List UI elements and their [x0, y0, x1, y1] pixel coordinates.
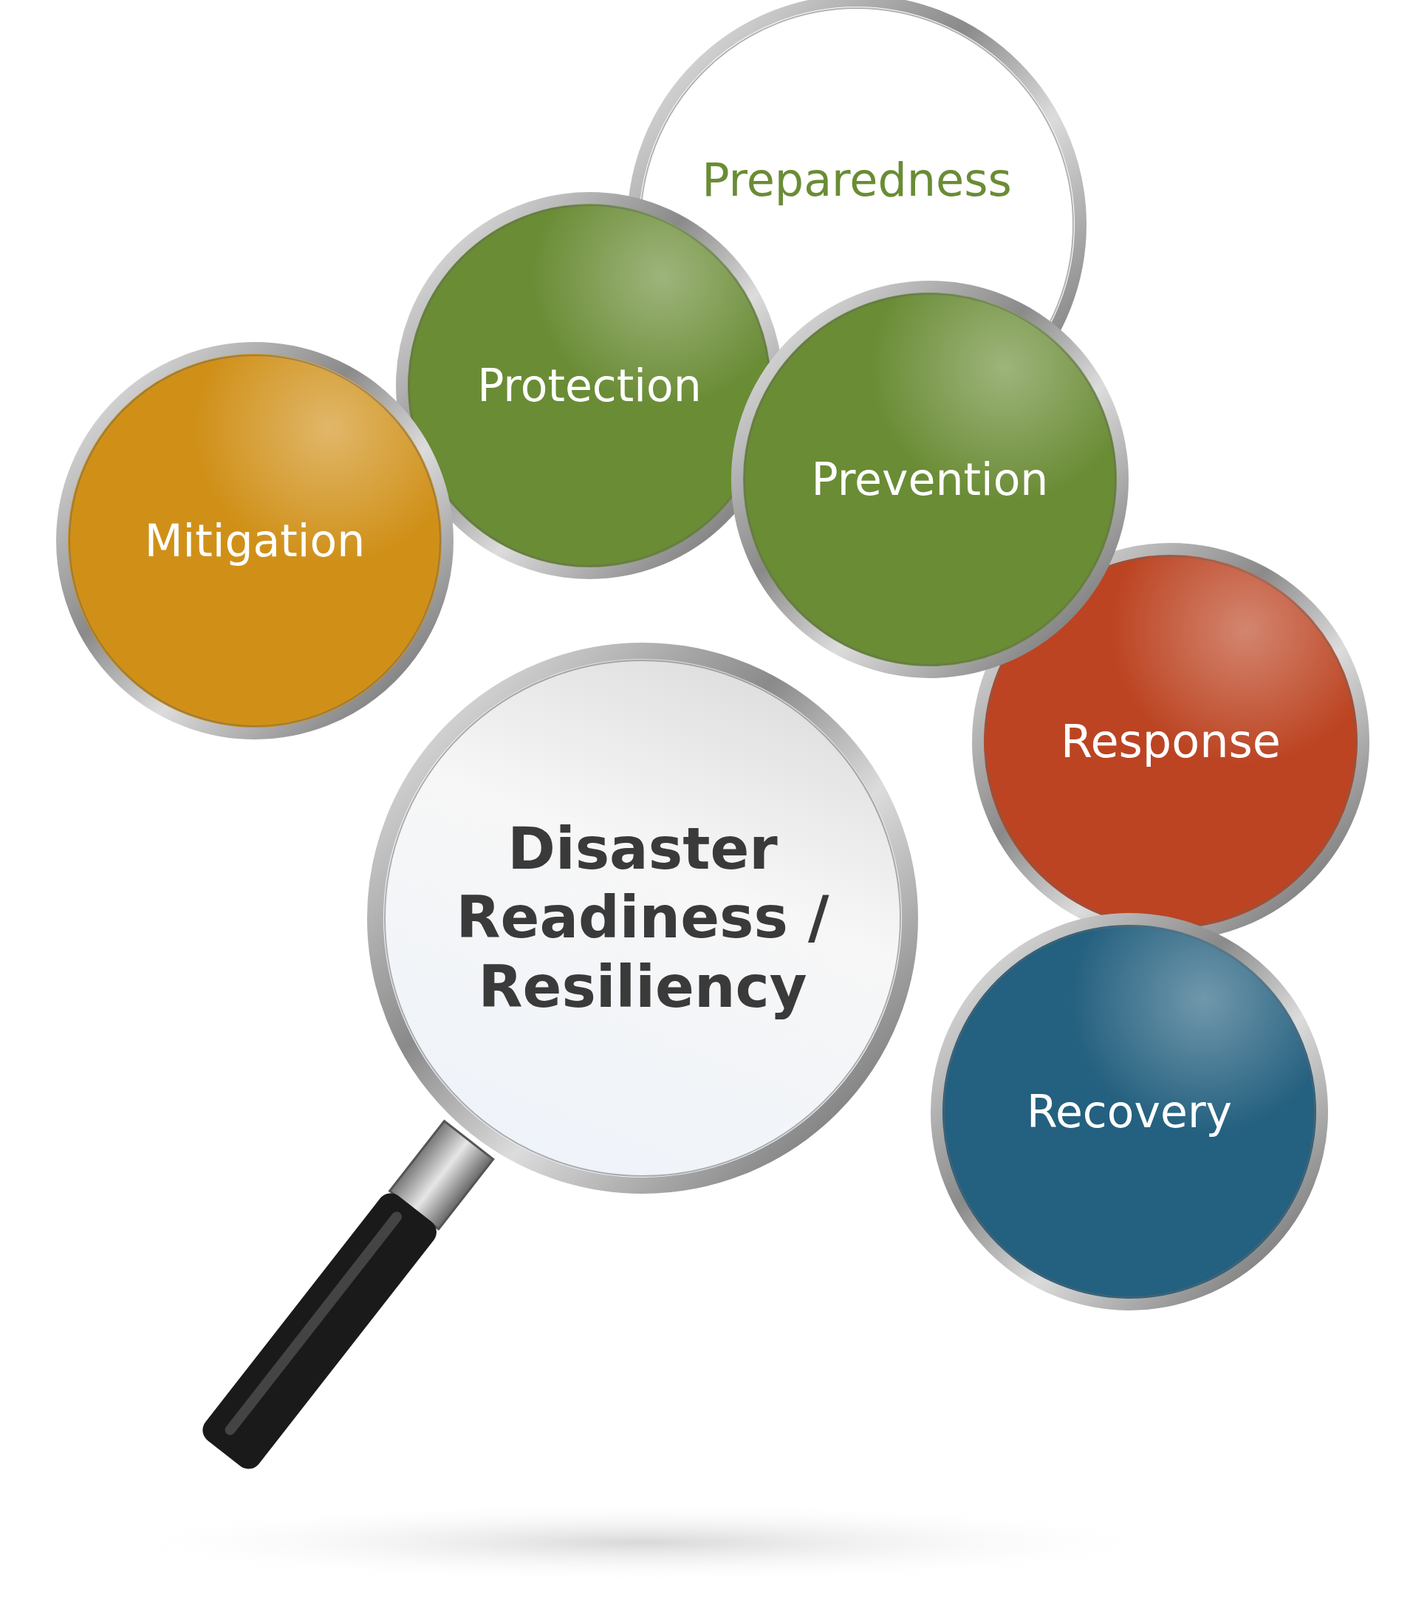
phase-circle: Prevention [731, 280, 1129, 679]
handle-grip [197, 1187, 442, 1475]
magnifier-lens: Disaster Readiness / Resiliency [367, 642, 919, 1194]
phase-circle: Recovery [930, 912, 1329, 1311]
node-label: Response [1060, 714, 1281, 769]
node-label: Protection [477, 358, 702, 413]
node-label: Disaster Readiness / Resiliency [450, 814, 835, 1023]
phase-circle: Protection [395, 192, 783, 580]
handle-shine [223, 1209, 405, 1438]
ground-shadow [103, 1501, 1182, 1583]
node-label: Prevention [811, 452, 1049, 506]
phase-circle: Mitigation [56, 341, 454, 740]
node-label: Recovery [1026, 1085, 1233, 1139]
node-label: Mitigation [144, 514, 365, 568]
node-label: Preparedness [701, 152, 1012, 208]
